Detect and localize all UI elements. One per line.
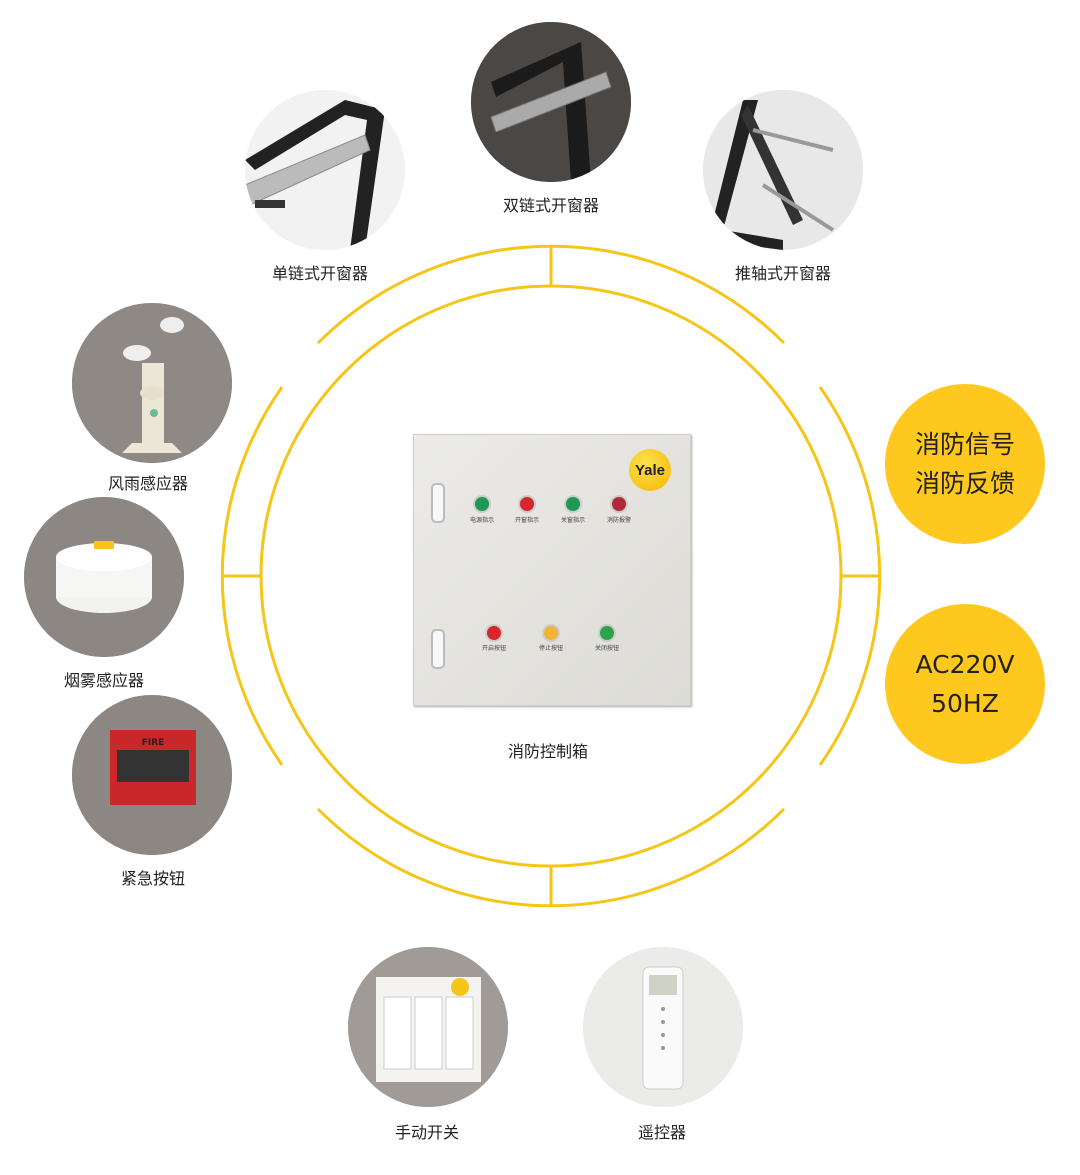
emergency-button-photo: FIRE — [72, 695, 232, 855]
remote-label: 遥控器 — [637, 1123, 687, 1142]
control-button-label: 关闭按钮 — [594, 645, 620, 652]
single-chain-opener-photo — [245, 90, 405, 250]
fire-signal-badge: 消防信号 消防反馈 — [885, 384, 1045, 544]
indicator-lamp — [475, 497, 489, 511]
control-button-label: 停止按钮 — [538, 645, 564, 652]
indicator-label: 开窗指示 — [514, 517, 540, 524]
wind-rain-sensor-photo — [72, 303, 232, 463]
door-handle-bottom — [431, 629, 445, 669]
control-button[interactable] — [600, 626, 614, 640]
indicator-label: 电源指示 — [469, 517, 495, 524]
remote-photo — [583, 947, 743, 1107]
control-box-label: 消防控制箱 — [507, 742, 589, 761]
smoke-sensor-label: 烟雾感应器 — [63, 671, 145, 690]
pivot-opener-label: 推轴式开窗器 — [734, 264, 832, 283]
fire-control-box: Yale 电源指示 开窗指示 关窗指示 消防报警开启按钮 停止按钮 关闭按钮 — [413, 434, 691, 706]
manual-switch-label: 手动开关 — [394, 1123, 460, 1142]
control-button[interactable] — [544, 626, 558, 640]
frequency-text: 50HZ — [931, 689, 999, 718]
emergency-button-label: 紧急按钮 — [120, 869, 186, 888]
indicator-lamp — [612, 497, 626, 511]
fire-text: FIRE — [142, 738, 165, 748]
indicator-label: 关窗指示 — [560, 517, 586, 524]
manual-switch-photo — [348, 947, 508, 1107]
door-handle-top — [431, 483, 445, 523]
double-chain-opener-label: 双链式开窗器 — [502, 196, 600, 215]
smoke-sensor-photo — [24, 497, 184, 657]
wind-rain-sensor-label: 风雨感应器 — [107, 474, 189, 493]
yale-logo: Yale — [629, 449, 671, 491]
indicator-label: 消防报警 — [606, 517, 632, 524]
indicator-lamp — [520, 497, 534, 511]
single-chain-opener-label: 单链式开窗器 — [271, 264, 369, 283]
outer-arc-bottom — [316, 807, 786, 908]
double-chain-opener-photo — [471, 22, 631, 182]
control-button[interactable] — [487, 626, 501, 640]
outer-arc-top — [316, 244, 786, 345]
control-button-label: 开启按钮 — [481, 645, 507, 652]
fire-signal-text: 消防信号 — [914, 430, 1015, 459]
indicator-lamp — [566, 497, 580, 511]
voltage-text: AC220V — [915, 650, 1015, 679]
fire-feedback-text: 消防反馈 — [914, 469, 1015, 498]
pivot-opener-photo — [703, 90, 863, 250]
power-badge: AC220V 50HZ — [885, 604, 1045, 764]
